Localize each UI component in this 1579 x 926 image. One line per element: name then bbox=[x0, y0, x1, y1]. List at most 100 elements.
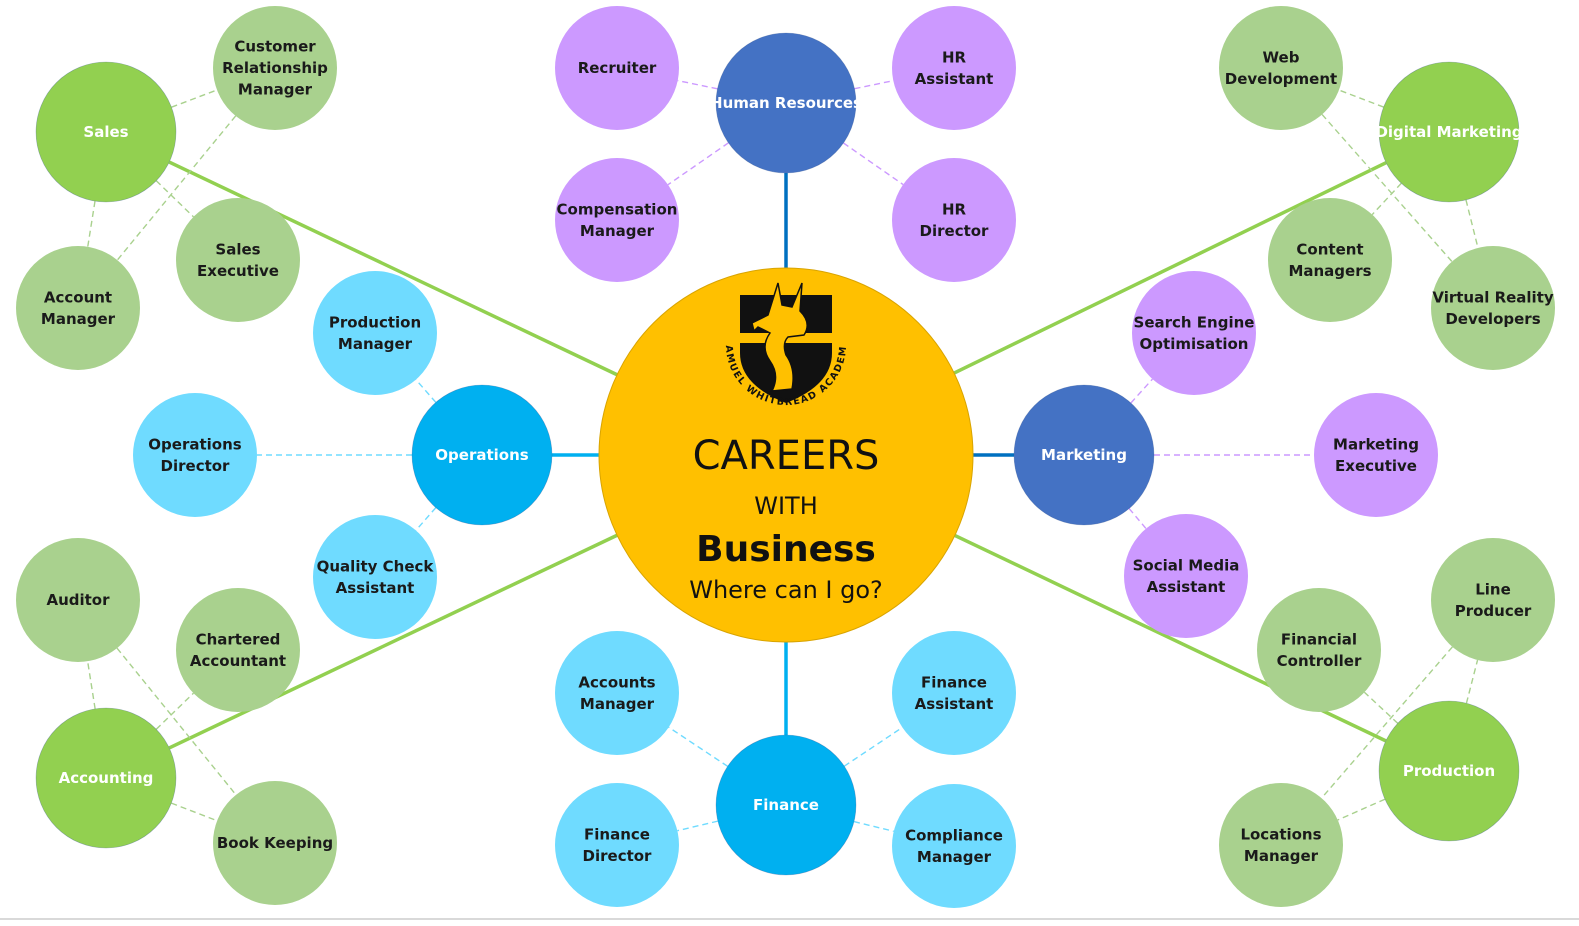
hub-accounting-label-line: Accounting bbox=[59, 769, 154, 787]
leaf-link bbox=[853, 820, 894, 832]
leaf-node-circle bbox=[313, 515, 437, 639]
leaf-link bbox=[116, 647, 237, 796]
leaf-node: Recruiter bbox=[555, 6, 679, 130]
leaf-node-label-line: Finance bbox=[584, 825, 650, 843]
leaf-node-circle bbox=[555, 6, 679, 130]
leaf-node-circle bbox=[1124, 514, 1248, 638]
center-title-business: Business bbox=[696, 529, 876, 570]
leaf-link bbox=[116, 115, 237, 261]
leaf-link bbox=[155, 692, 194, 730]
leaf-node-circle bbox=[1268, 198, 1392, 322]
leaf-link bbox=[86, 661, 96, 709]
leaf-link bbox=[1338, 89, 1384, 108]
academy-logo: SAMUEL WHITBREAD ACADEMY bbox=[723, 282, 848, 408]
leaf-node-label-line: Manager bbox=[1244, 847, 1319, 865]
leaf-link bbox=[415, 507, 437, 531]
leaf-node-label-line: Director bbox=[583, 847, 653, 865]
leaf-link bbox=[1465, 659, 1479, 704]
leaf-node-circle bbox=[892, 6, 1016, 130]
leaf-link bbox=[415, 379, 437, 403]
leaf-node-circle bbox=[892, 631, 1016, 755]
leaf-node-label-line: Manager bbox=[580, 222, 655, 240]
leaf-node-label-line: Assistant bbox=[915, 695, 994, 713]
hub-operations-label-line: Operations bbox=[435, 446, 528, 464]
leaf-link bbox=[854, 79, 894, 90]
leaf-node-label-line: Auditor bbox=[46, 591, 110, 609]
hub-finance-circle bbox=[715, 734, 857, 876]
kangaroo-shield-icon bbox=[740, 282, 832, 403]
leaf-node-label-line: HR bbox=[942, 48, 967, 66]
leaf-node-circle bbox=[1431, 246, 1555, 370]
spoke-digital bbox=[953, 161, 1387, 375]
center-node: SAMUEL WHITBREAD ACADEMY CAREERS WITH Bu… bbox=[598, 267, 974, 643]
leaf-node-label-line: Compliance bbox=[905, 826, 1003, 844]
leaf-node-circle bbox=[16, 246, 140, 370]
leaf-node-label-line: Compensation bbox=[557, 200, 678, 218]
leaf-link bbox=[1128, 508, 1147, 530]
hub-marketing-circle bbox=[1013, 384, 1155, 526]
leaf-node-label-line: Operations bbox=[148, 435, 241, 453]
leaf-node-circle bbox=[133, 393, 257, 517]
leaf-link bbox=[1363, 691, 1399, 724]
leaf-link bbox=[843, 726, 903, 767]
leaf-node-label-line: Book Keeping bbox=[217, 834, 333, 852]
leaf-node-label-line: Assistant bbox=[336, 579, 415, 597]
leaf-node-label-line: Search Engine bbox=[1134, 313, 1255, 331]
leaf-link bbox=[668, 726, 729, 767]
leaf-node-circle bbox=[16, 538, 140, 662]
leaf-node-circle bbox=[555, 158, 679, 282]
hub-marketing: Marketing bbox=[1013, 384, 1155, 526]
hub-sales-circle bbox=[35, 61, 177, 203]
leaf-node-label-line: Development bbox=[1225, 70, 1337, 88]
hub-finance-label-line: Finance bbox=[753, 796, 819, 814]
hub-hr-circle bbox=[715, 32, 857, 174]
leaf-link bbox=[1321, 646, 1453, 799]
leaf-node-label-line: Executive bbox=[1335, 457, 1417, 475]
leaf-node-circle bbox=[892, 158, 1016, 282]
leaf-link bbox=[677, 79, 718, 90]
leaf-node-label-line: Web bbox=[1263, 48, 1300, 66]
leaf-node-label-line: Production bbox=[329, 313, 421, 331]
leaf-link bbox=[677, 820, 719, 832]
links-layer bbox=[86, 79, 1479, 832]
leaf-node-circle bbox=[1132, 271, 1256, 395]
leaf-node-label-line: Account bbox=[44, 288, 112, 306]
leaf-node-label-line: Sales bbox=[215, 240, 260, 258]
center-subtitle: Where can I go? bbox=[689, 576, 883, 604]
leaf-link bbox=[1371, 182, 1402, 216]
hub-production-circle bbox=[1378, 700, 1520, 842]
hub-digital: Digital Marketing bbox=[1375, 61, 1523, 203]
leaf-node-label-line: Customer bbox=[234, 38, 316, 56]
leaf-node-circle bbox=[555, 631, 679, 755]
leaf-node-label-line: Manager bbox=[238, 81, 313, 99]
leaf-node-label-line: Quality Check bbox=[317, 557, 435, 575]
leaf-node-label-line: Executive bbox=[197, 262, 279, 280]
leaf-node-circle bbox=[1219, 783, 1343, 907]
hub-finance: Finance bbox=[715, 734, 857, 876]
leaf-node-circle bbox=[213, 6, 337, 130]
spoke-accounting bbox=[168, 533, 618, 750]
leaf-node-label-line: Finance bbox=[921, 673, 987, 691]
leaf-node-label-line: Managers bbox=[1288, 262, 1371, 280]
leaf-node-label-line: Line bbox=[1475, 580, 1511, 598]
hub-hr: Human Resources bbox=[710, 32, 862, 174]
leaf-node-circle bbox=[176, 588, 300, 712]
hub-marketing-label-line: Marketing bbox=[1041, 446, 1127, 464]
